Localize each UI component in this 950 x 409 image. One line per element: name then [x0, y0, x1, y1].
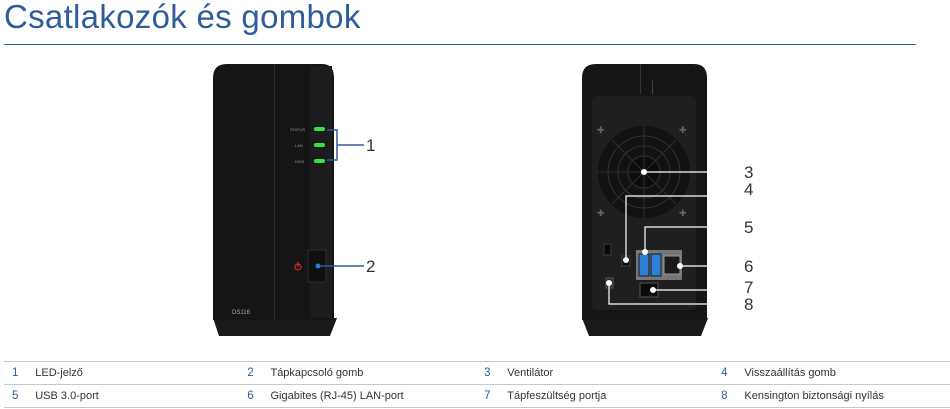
callout-8: 8 [744, 295, 753, 314]
callout-3: 3 [744, 163, 753, 182]
legend-text: Tápfeszültség portja [507, 384, 714, 408]
legend-text: Visszaállítás gomb [744, 361, 950, 385]
power-icon [294, 262, 302, 271]
legend-num: 4 [713, 361, 745, 385]
svg-text:✚: ✚ [597, 126, 605, 136]
svg-text:✚: ✚ [597, 209, 605, 219]
legend-text: Gigabites (RJ-45) LAN-port [270, 384, 477, 408]
legend-table: 1 LED-jelző 2 Tápkapcsoló gomb 3 Ventilá… [4, 361, 950, 408]
legend-num: 6 [239, 384, 271, 408]
front-view: STATUS LAN DISK DS116 1 2 [213, 64, 375, 336]
callout-5: 5 [744, 218, 753, 237]
power-button-led [315, 263, 321, 269]
led-lan [314, 143, 325, 147]
callout-4: 4 [744, 180, 753, 199]
svg-text:✚: ✚ [679, 209, 687, 219]
legend-num: 8 [713, 384, 745, 408]
legend-text: Kensington biztonsági nyílás [744, 384, 950, 408]
led-label-status: STATUS [290, 127, 306, 132]
legend-num: 2 [239, 361, 271, 385]
svg-text:✚: ✚ [679, 126, 687, 136]
led-label-lan: LAN [295, 143, 303, 148]
legend-text: LED-jelző [35, 361, 240, 385]
front-stand [213, 318, 337, 336]
legend-text: USB 3.0-port [35, 384, 240, 408]
title-rule [4, 44, 916, 45]
model-label: DS116 [232, 310, 251, 316]
legend-num: 3 [476, 361, 508, 385]
legend-num: 7 [476, 384, 508, 408]
led-label-disk: DISK [295, 159, 305, 164]
legend-text: Ventilátor [507, 361, 714, 385]
device-illustration: STATUS LAN DISK DS116 1 2 [213, 64, 753, 336]
legend-num: 1 [4, 361, 36, 385]
legend-row: 1 LED-jelző 2 Tápkapcsoló gomb 3 Ventilá… [4, 361, 950, 385]
front-body [213, 64, 334, 320]
callout-1: 1 [366, 136, 375, 155]
back-stand [582, 318, 708, 336]
back-view: ✚ ✚ ✚ ✚ 3 4 5 6 7 8 [582, 64, 753, 336]
legend-text: Tápkapcsoló gomb [270, 361, 477, 385]
callout-7: 7 [744, 278, 753, 297]
led-disk [314, 159, 325, 163]
page-title: Csatlakozók és gombok [4, 0, 361, 35]
legend-num: 5 [4, 384, 36, 408]
callout-2: 2 [366, 257, 375, 276]
led-status [314, 127, 325, 131]
legend-row: 5 USB 3.0-port 6 Gigabites (RJ-45) LAN-p… [4, 384, 950, 408]
usb-port-1[interactable] [638, 253, 650, 277]
usb-port-2[interactable] [650, 253, 662, 277]
callout-6: 6 [744, 257, 753, 276]
